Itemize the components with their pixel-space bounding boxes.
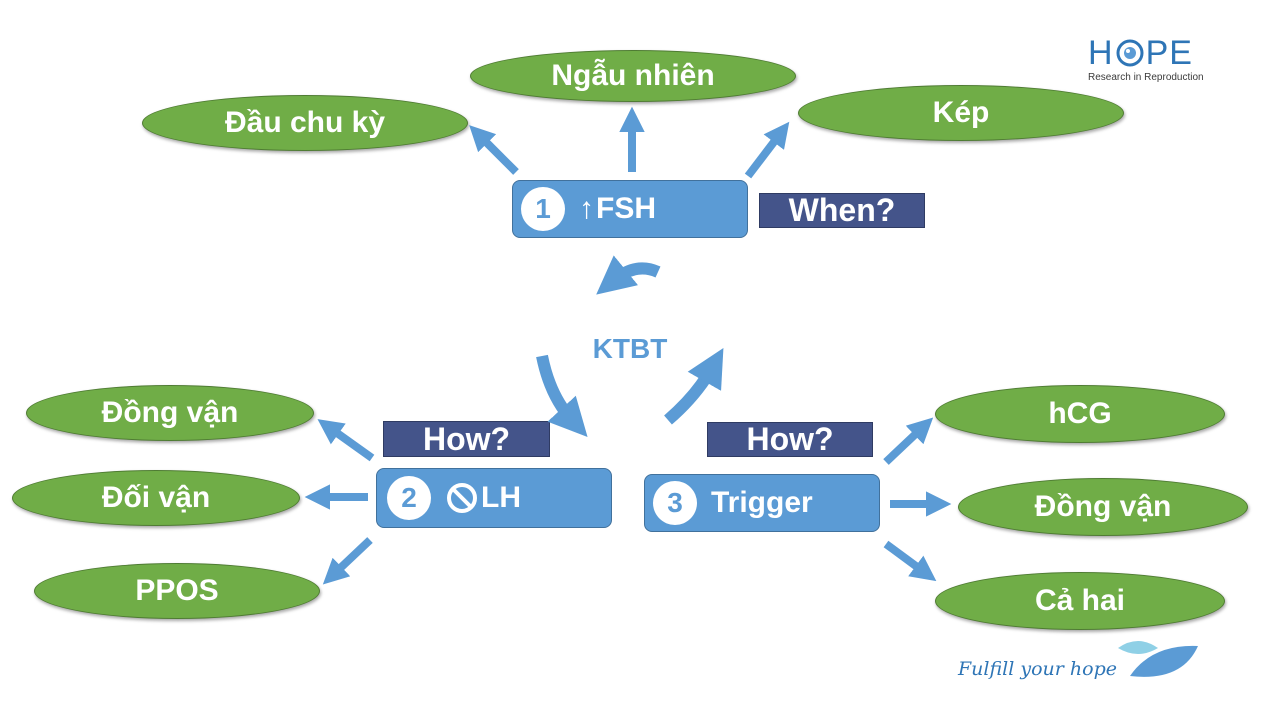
trigger-option-agonist: Đồng vận	[958, 478, 1248, 536]
lh-option-ppos: PPOS	[34, 563, 320, 619]
fsh-option-double: Kép	[798, 85, 1124, 141]
block-icon	[445, 481, 479, 515]
fsh-option-label: Ngẫu nhiên	[551, 59, 715, 92]
step-number-badge: 1	[521, 187, 565, 231]
fsh-node: 1 ↑ FSH	[512, 180, 748, 238]
lh-node: 2 LH	[376, 468, 612, 528]
center-label: KTBT	[592, 333, 668, 364]
trigger-option-both: Cả hai	[935, 572, 1225, 630]
trigger-node: 3 Trigger	[644, 474, 880, 532]
step-number-badge: 2	[387, 476, 431, 520]
arrow-to-lh-agonist	[317, 419, 375, 462]
fsh-option-random: Ngẫu nhiên	[470, 50, 796, 102]
arrow-to-start-of-cycle	[469, 125, 519, 175]
fsh-option-start-of-cycle: Đầu chu kỳ	[142, 95, 468, 151]
fsh-option-label: Kép	[932, 96, 990, 129]
lh-node-label: LH	[481, 481, 521, 514]
trigger-node-label: Trigger	[711, 486, 813, 519]
arrow-to-double	[744, 121, 790, 179]
lh-question-label: How?	[422, 420, 511, 457]
step-number-badge: 3	[653, 481, 697, 525]
lh-option-label: PPOS	[135, 574, 219, 607]
lh-option-agonist: Đồng vận	[26, 385, 314, 441]
eye-icon	[1116, 39, 1144, 67]
logo-text-right: PE	[1145, 34, 1193, 72]
logo-text-left: H	[1088, 34, 1114, 72]
trigger-option-label: Đồng vận	[1034, 490, 1172, 523]
arrow-to-hcg	[883, 417, 934, 465]
trigger-option-label: hCG	[1048, 397, 1112, 430]
arrow-to-lh-ppos	[322, 537, 373, 585]
trigger-option-hcg: hCG	[935, 385, 1225, 443]
trigger-question-label: How?	[746, 421, 834, 457]
hope-logo: H PE Research in Reproduction	[1088, 36, 1208, 83]
cycle-arrow-top	[596, 255, 661, 295]
cycle-arrow-right	[664, 347, 724, 425]
fsh-question-label: When?	[788, 192, 896, 228]
trigger-option-label: Cả hai	[1034, 584, 1126, 617]
footer-tagline: Fulfill your hope	[958, 658, 1117, 680]
lh-option-label: Đồng vận	[101, 396, 239, 429]
cycle-arrow-left	[536, 354, 588, 437]
lh-question-tag: How?	[383, 421, 550, 457]
fsh-option-label: Đầu chu kỳ	[224, 106, 386, 139]
lh-option-label: Đối vận	[101, 481, 211, 514]
up-arrow-icon: ↑	[579, 192, 594, 225]
fsh-node-label: FSH	[596, 192, 656, 225]
trigger-question-tag: How?	[707, 421, 873, 457]
arrow-to-both	[883, 540, 937, 582]
logo-subtitle: Research in Reproduction	[1088, 72, 1204, 83]
lh-option-antagonist: Đối vận	[12, 470, 300, 526]
fsh-question-tag: When?	[759, 192, 925, 228]
leaf-logo-icon	[1118, 641, 1198, 677]
